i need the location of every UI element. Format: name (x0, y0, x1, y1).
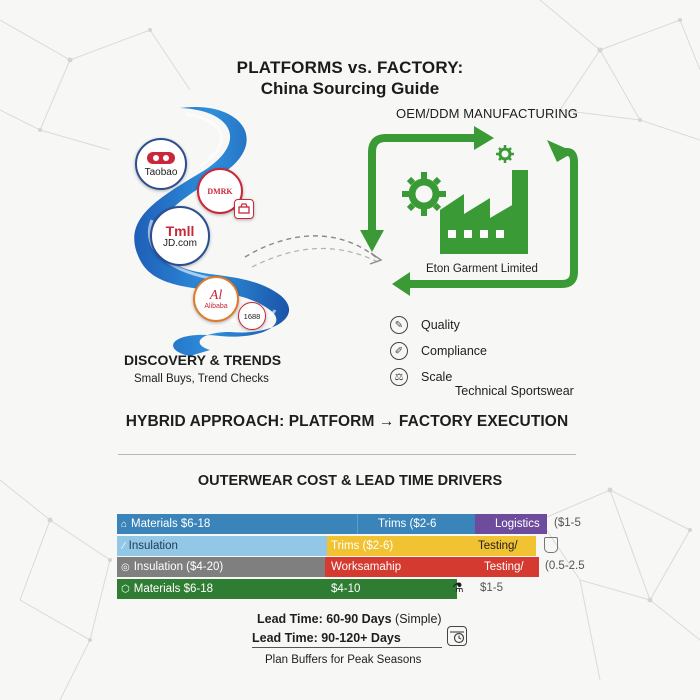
cost-row-3-c: Testing/ (457, 557, 539, 577)
jd-label: JD.com (163, 237, 197, 249)
feature-scale: ⚖ Scale (390, 368, 452, 386)
cost-row-3-a: Insulation ($4-20) (133, 561, 224, 573)
lead-time-simple-value: Lead Time: 60-90 Days (257, 612, 392, 626)
pen-icon: ✐ (390, 342, 408, 360)
scale-icon: ⚖ (390, 368, 408, 386)
jacket-icon: ⌂ (121, 518, 128, 530)
taobao-badge: Taobao (135, 138, 187, 190)
shop-cart-icon (234, 199, 254, 219)
cost-row-4-a: Materials $6-18 (133, 583, 213, 595)
lead-time-simple-note: (Simple) (391, 612, 442, 626)
factory-icon (440, 170, 528, 254)
lead-time-simple: Lead Time: 60-90 Days (Simple) (257, 612, 442, 626)
feature-compliance: ✐ Compliance (390, 342, 487, 360)
taobao-logo-icon (147, 151, 175, 164)
factory-cycle-graphic (360, 126, 578, 296)
discovery-subheading: Small Buys, Trend Checks (134, 373, 269, 385)
cost-row-3-b: Worksamahip (325, 557, 457, 577)
flask-icon (544, 537, 558, 553)
cost-drivers-title: OUTERWEAR COST & LEAD TIME DRIVERS (197, 473, 503, 489)
gear-icon (402, 172, 446, 216)
cost-row: ⬡Materials $6-18 $4-10 (117, 579, 457, 599)
discovery-heading: DISCOVERY & TRENDS (124, 352, 282, 368)
dmrk-label: DMRK (207, 186, 233, 196)
section-divider (118, 454, 576, 455)
cost-row-1-a: Materials $6-18 (131, 518, 211, 530)
plan-buffers-note: Plan Buffers for Peak Seasons (265, 654, 422, 666)
small-gear-icon (496, 145, 514, 163)
feather-icon: ⁄ (123, 540, 125, 552)
tmall-jd-badge: Tmll JD.com (150, 206, 210, 266)
specialty-label: Technical Sportswear (455, 384, 574, 398)
lead-time-complex: Lead Time: 90-120+ Days (252, 631, 401, 645)
cost-row-1-tail: ($1-5 (554, 517, 581, 529)
roll-icon: ◎ (121, 561, 130, 573)
tmall-label: Tmll (165, 222, 195, 239)
feature-quality-label: Quality (421, 318, 460, 332)
cost-row-2-a: Insulation (128, 540, 178, 552)
flask-icon: ⚗ (452, 580, 464, 595)
cost-row-3-tail: (0.5-2.5 (545, 560, 585, 572)
cost-row: ⁄Insulation Trims ($2-6) Testing/ (117, 536, 536, 556)
cost-row: ◎Insulation ($4-20) Worksamahip Testing/ (117, 557, 539, 577)
cost-row-2-c: Testing/ (432, 536, 536, 556)
1688-badge: 1688 (238, 302, 266, 330)
page-title: PLATFORMS vs. FACTORY: (236, 58, 464, 77)
cost-row-1-b: Trims ($2-6 (357, 514, 475, 534)
factory-name: Eton Garment Limited (426, 263, 538, 275)
alibaba-label: Alibaba (204, 302, 228, 310)
cost-row: ⌂Materials $6-18 Trims ($2-6 Logistics (117, 514, 547, 534)
cost-row-4-tail: $1-5 (480, 582, 504, 594)
calendar-clock-icon (447, 626, 467, 646)
feature-compliance-label: Compliance (421, 344, 488, 358)
shield-icon: ⬡ (121, 583, 130, 595)
page-subtitle: China Sourcing Guide (260, 79, 440, 98)
ruler-icon: ✎ (390, 316, 408, 334)
lead-time-underline (252, 647, 442, 648)
feature-scale-label: Scale (421, 370, 453, 384)
alibaba-badge: Al Alibaba (193, 276, 239, 322)
feature-quality: ✎ Quality (390, 316, 460, 334)
cost-row-4-b: $4-10 (325, 579, 457, 599)
taobao-label: Taobao (144, 166, 178, 178)
oem-label: OEM/DDM MANUFACTURING (396, 106, 578, 121)
cost-row-1-c: Logistics (475, 514, 547, 534)
cost-row-2-b: Trims ($2-6) (327, 536, 432, 556)
dashed-connector-arrow (244, 235, 383, 268)
hybrid-heading: HYBRID APPROACH: PLATFORM → FACTORY EXEC… (125, 413, 569, 430)
alibaba-logo-icon: Al (209, 287, 223, 303)
1688-label: 1688 (243, 311, 261, 321)
